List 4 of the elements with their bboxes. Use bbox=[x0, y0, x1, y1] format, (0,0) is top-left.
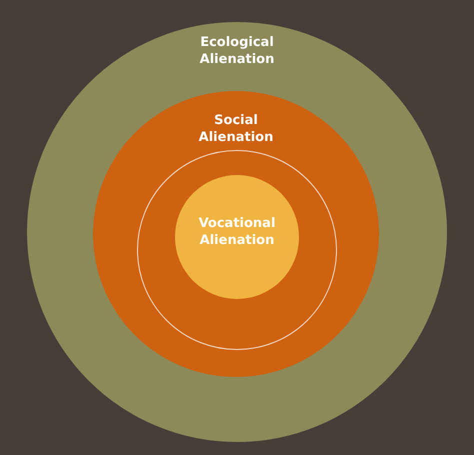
ring-outline bbox=[137, 150, 337, 350]
circle-label: Ecological Alienation bbox=[198, 34, 276, 68]
circle-label: Vocational Alienation bbox=[198, 215, 276, 249]
circle-label: Social Alienation bbox=[198, 112, 274, 146]
